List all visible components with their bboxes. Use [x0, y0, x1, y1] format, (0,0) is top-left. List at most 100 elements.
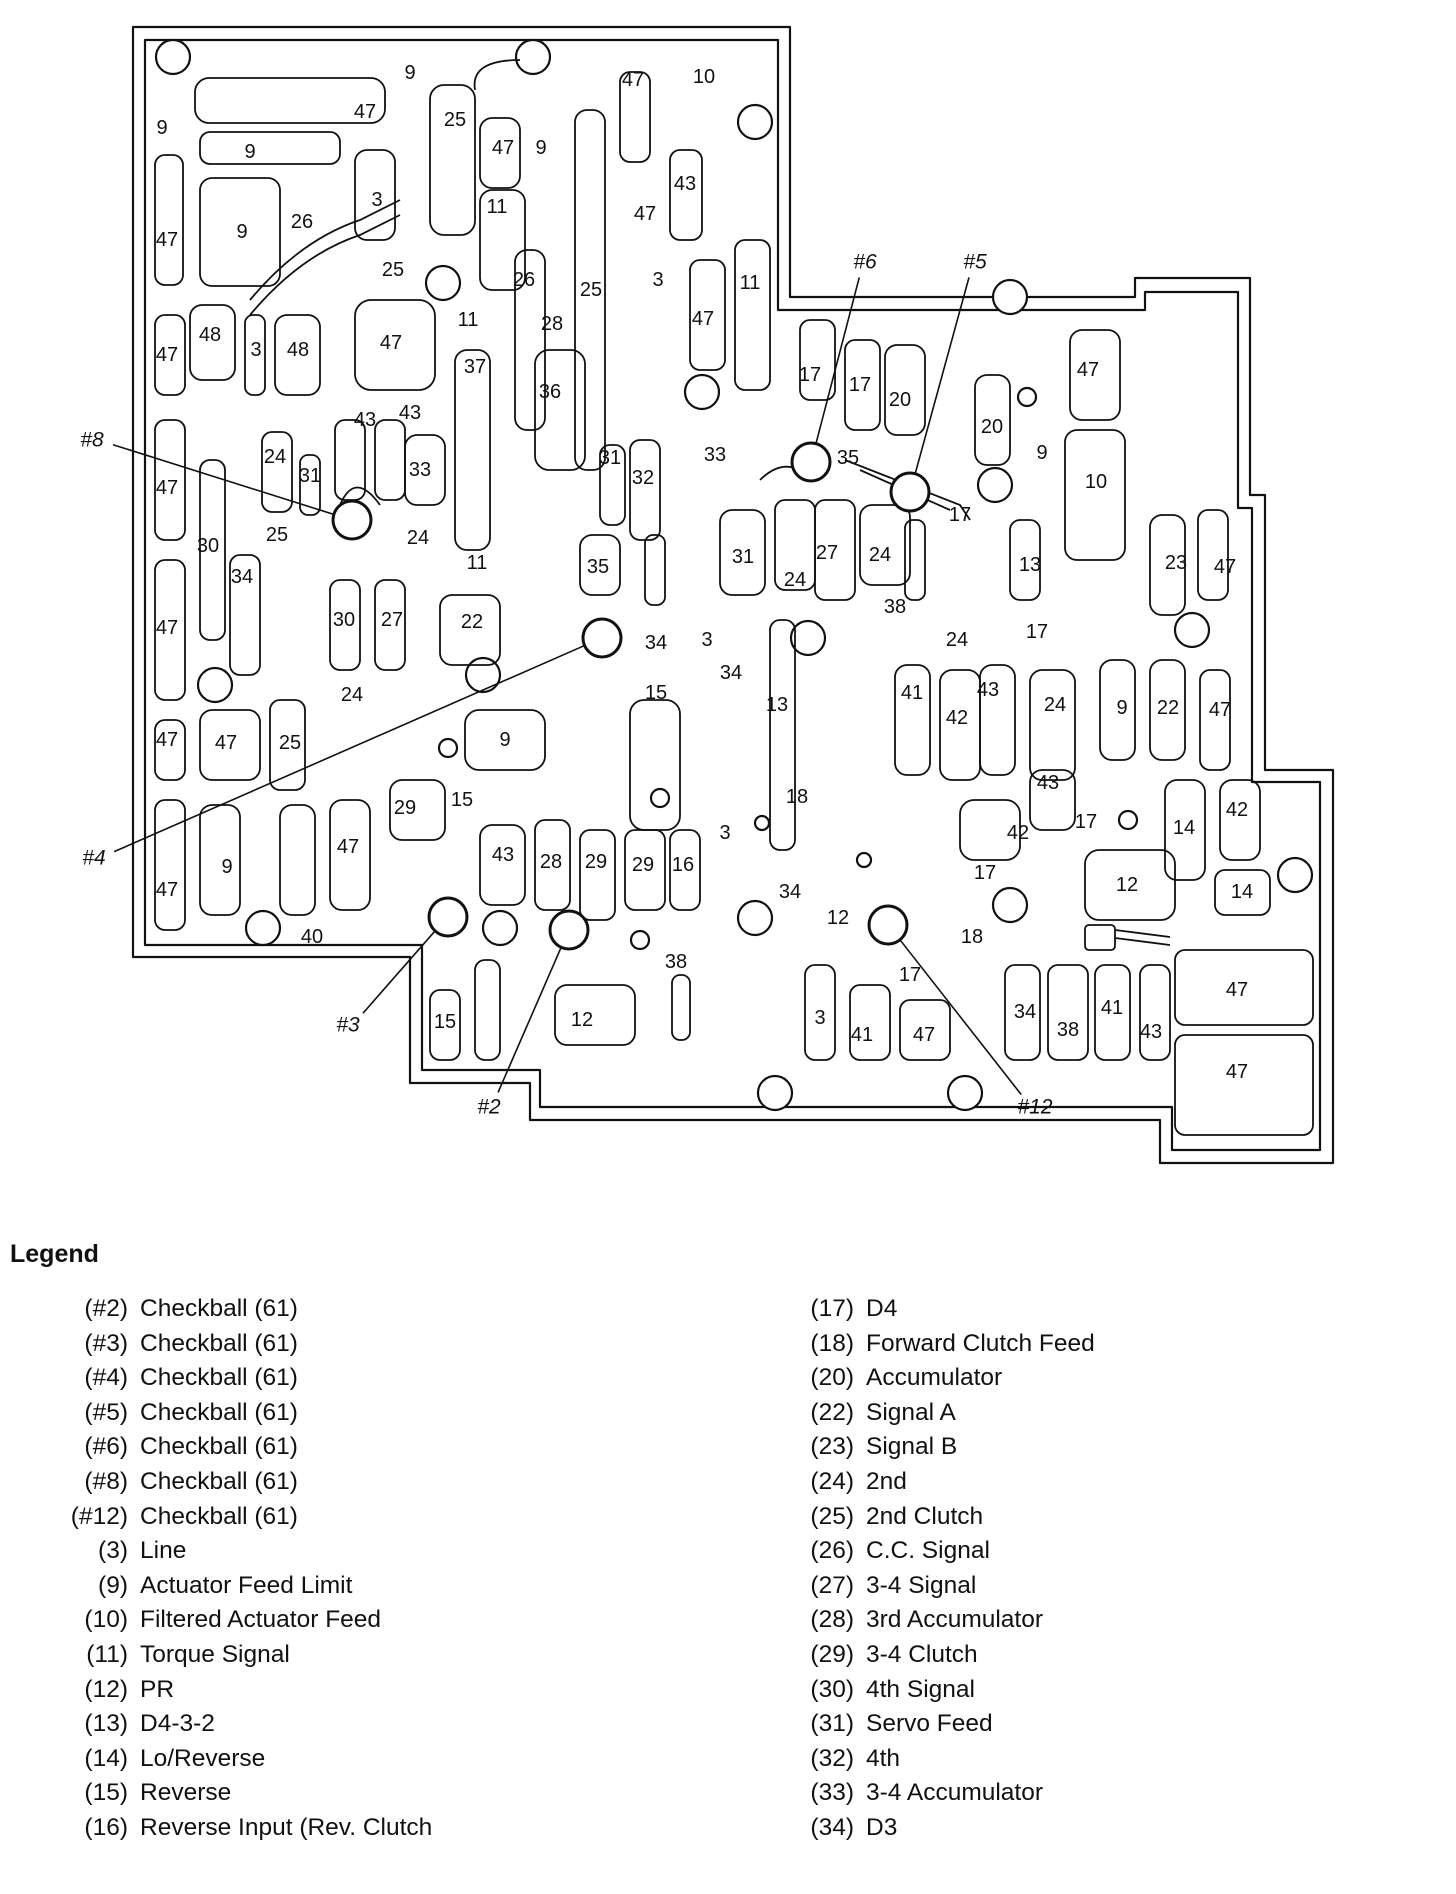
callout-labels: #2#3#4#5#6#8#12: [80, 251, 1053, 1119]
legend-code: (12): [84, 1675, 128, 1703]
passage-label: 17: [949, 504, 971, 526]
legend-label: 3-4 Signal: [866, 1571, 977, 1599]
passage-label: 48: [199, 324, 221, 346]
passage-label: 25: [580, 279, 602, 301]
legend-left-column: (#2)Checkball (61)(#3)Checkball (61)(#4)…: [40, 1292, 433, 1846]
passage-label: 31: [599, 447, 621, 469]
checkball-6: [790, 441, 832, 483]
passage-label: 42: [1007, 822, 1029, 844]
bolt-holes: [154, 38, 1314, 1112]
passage-label: 43: [492, 844, 514, 866]
legend-item: (#6)Checkball (61): [40, 1430, 432, 1465]
legend-item: (#2) Checkball (61): [40, 1292, 432, 1327]
passage-label: 28: [540, 851, 562, 873]
passage-label: 24: [264, 446, 286, 468]
legend-label: 3-4 Clutch: [866, 1640, 978, 1668]
passage-label: 3: [814, 1007, 825, 1029]
legend-item: (30)4th Signal: [790, 1673, 1095, 1708]
checkball-5: [889, 471, 931, 513]
legend-label: PR: [140, 1675, 175, 1703]
passage-label: 24: [784, 569, 806, 591]
passage-label: 15: [434, 1011, 456, 1033]
passage-label: 26: [291, 211, 313, 233]
passage-label: 38: [665, 951, 687, 973]
legend-item: (31) Servo Feed: [790, 1707, 1095, 1742]
legend-label: Servo Feed: [866, 1710, 993, 1738]
legend-code: (9): [98, 1571, 128, 1599]
legend-code: (20): [810, 1364, 854, 1392]
passage-label: 47: [1209, 699, 1231, 721]
checkball-3: [427, 896, 469, 938]
legend-item: (27)3-4 Signal: [790, 1569, 1095, 1604]
passage-label: 33: [704, 444, 726, 466]
legend-label: Checkball (61): [140, 1295, 298, 1322]
passage-label: 47: [156, 879, 178, 901]
legend-label: Torque Signal: [140, 1640, 290, 1668]
passage-label: 13: [1019, 554, 1041, 576]
passage-label: 47: [156, 477, 178, 499]
passage-label: 9: [236, 221, 247, 243]
passage-label: 23: [1165, 552, 1187, 574]
passage-label: 30: [333, 609, 355, 631]
passage-label: 48: [287, 339, 309, 361]
passage-label: 9: [156, 117, 167, 139]
callout-label: #3: [336, 1014, 360, 1037]
valve-body-inner-outline: [143, 38, 1322, 1152]
passage-label: 34: [1014, 1001, 1036, 1023]
legend-code: (#2): [84, 1295, 128, 1322]
legend-label: C.C. Signal: [866, 1537, 990, 1565]
passage-label: 9: [404, 62, 415, 84]
legend-code: (11): [86, 1640, 128, 1668]
passage-label: 9: [1036, 442, 1047, 464]
legend-label: Filtered Actuator Feed: [140, 1606, 382, 1634]
passage-label: 47: [692, 308, 714, 330]
legend-code: (#3): [84, 1329, 128, 1357]
passage-label: 34: [645, 632, 667, 654]
passage-label: 11: [467, 552, 488, 574]
passage-label: 29: [632, 854, 654, 876]
legend-label: Checkball (61): [140, 1433, 298, 1461]
legend-item: (17)D4: [790, 1292, 1095, 1327]
legend-item: (9)Actuator Feed Limit: [40, 1569, 432, 1604]
passage-label: 31: [732, 546, 754, 568]
legend-code: (26): [810, 1537, 854, 1565]
passage-label: 22: [461, 611, 483, 633]
legend-item: (32)4th: [790, 1742, 1095, 1777]
passage-label: 15: [645, 682, 667, 704]
legend-item: (34)D3: [790, 1811, 1095, 1846]
passage-label: 3: [652, 269, 663, 291]
legend-code: (25): [810, 1502, 854, 1530]
passage-label: 32: [632, 467, 654, 489]
legend-item: (13) D4-3-2: [40, 1707, 432, 1742]
passage-label: 13: [766, 694, 788, 716]
legend-item: (14)Lo/Reverse: [40, 1742, 432, 1777]
passage-label: 30: [197, 535, 219, 557]
passage-label: 25: [266, 524, 288, 546]
legend-code: (31): [810, 1710, 854, 1738]
passage-label: 25: [279, 732, 301, 754]
leader-line: [815, 277, 861, 443]
legend-code: (32): [810, 1744, 854, 1772]
checkballs: [331, 441, 931, 951]
legend-item: (3)Line: [40, 1534, 432, 1569]
legend-label: D3: [866, 1813, 898, 1841]
passage-label: 29: [394, 797, 416, 819]
legend-label: 2nd: [866, 1467, 907, 1495]
passage-label: 47: [156, 344, 178, 366]
callout-leaders: [112, 277, 1022, 1096]
callout-label: #4: [82, 847, 105, 870]
passage-label: 47: [913, 1024, 935, 1046]
passage-label: 35: [837, 447, 859, 469]
legend-title: Legend: [10, 1240, 99, 1268]
legend-label: Line: [140, 1537, 187, 1565]
passage-label: 10: [1085, 471, 1107, 493]
passage-label: 3: [719, 822, 730, 844]
passage-label: 47: [215, 732, 237, 754]
passage-walls: [154, 59, 1314, 1136]
legend-label: Checkball (61): [140, 1364, 298, 1392]
legend-item: (24)2nd: [790, 1465, 1095, 1500]
passage-label: 3: [250, 339, 261, 361]
legend-code: (13): [84, 1710, 128, 1738]
legend-label: D4-3-2: [140, 1710, 215, 1738]
